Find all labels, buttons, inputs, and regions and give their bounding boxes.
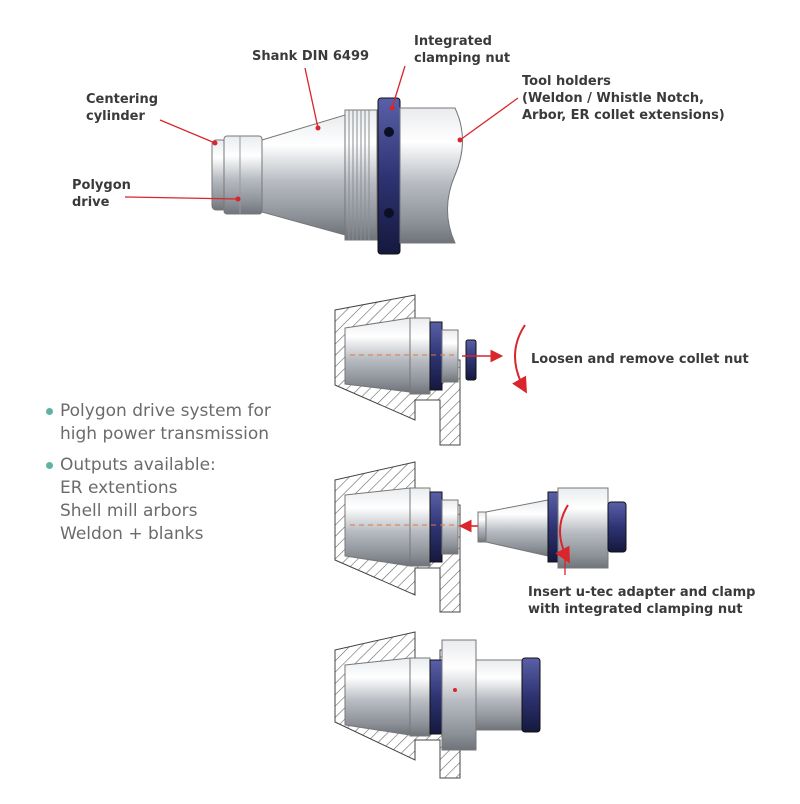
label-step1: Loosen and remove collet nut (531, 352, 749, 367)
label-centering-cylinder: Centering cylinder (86, 92, 159, 124)
label-integrated-clamping-nut: Integrated clamping nut (414, 34, 511, 66)
bullet-item: Polygon drive system for high power tran… (46, 400, 271, 446)
label-polygon-drive: Polygon drive (72, 178, 131, 210)
bullet-dot-icon (46, 408, 53, 415)
leader-lines (124, 65, 519, 200)
main-assembly-illustration (211, 97, 463, 255)
step2-illustration (334, 461, 627, 613)
label-tool-holders: Tool holders (Weldon / Whistle Notch, Ar… (522, 74, 725, 123)
step1-illustration (334, 294, 527, 446)
bullet-item: Outputs available: ER extentions Shell m… (46, 454, 271, 546)
label-step2: Insert u-tec adapter and clamp with inte… (528, 585, 756, 617)
label-shank: Shank DIN 6499 (252, 49, 370, 64)
bullet-dot-icon (46, 462, 53, 469)
step3-illustration (334, 631, 541, 779)
feature-bullets: Polygon drive system for high power tran… (46, 400, 271, 554)
